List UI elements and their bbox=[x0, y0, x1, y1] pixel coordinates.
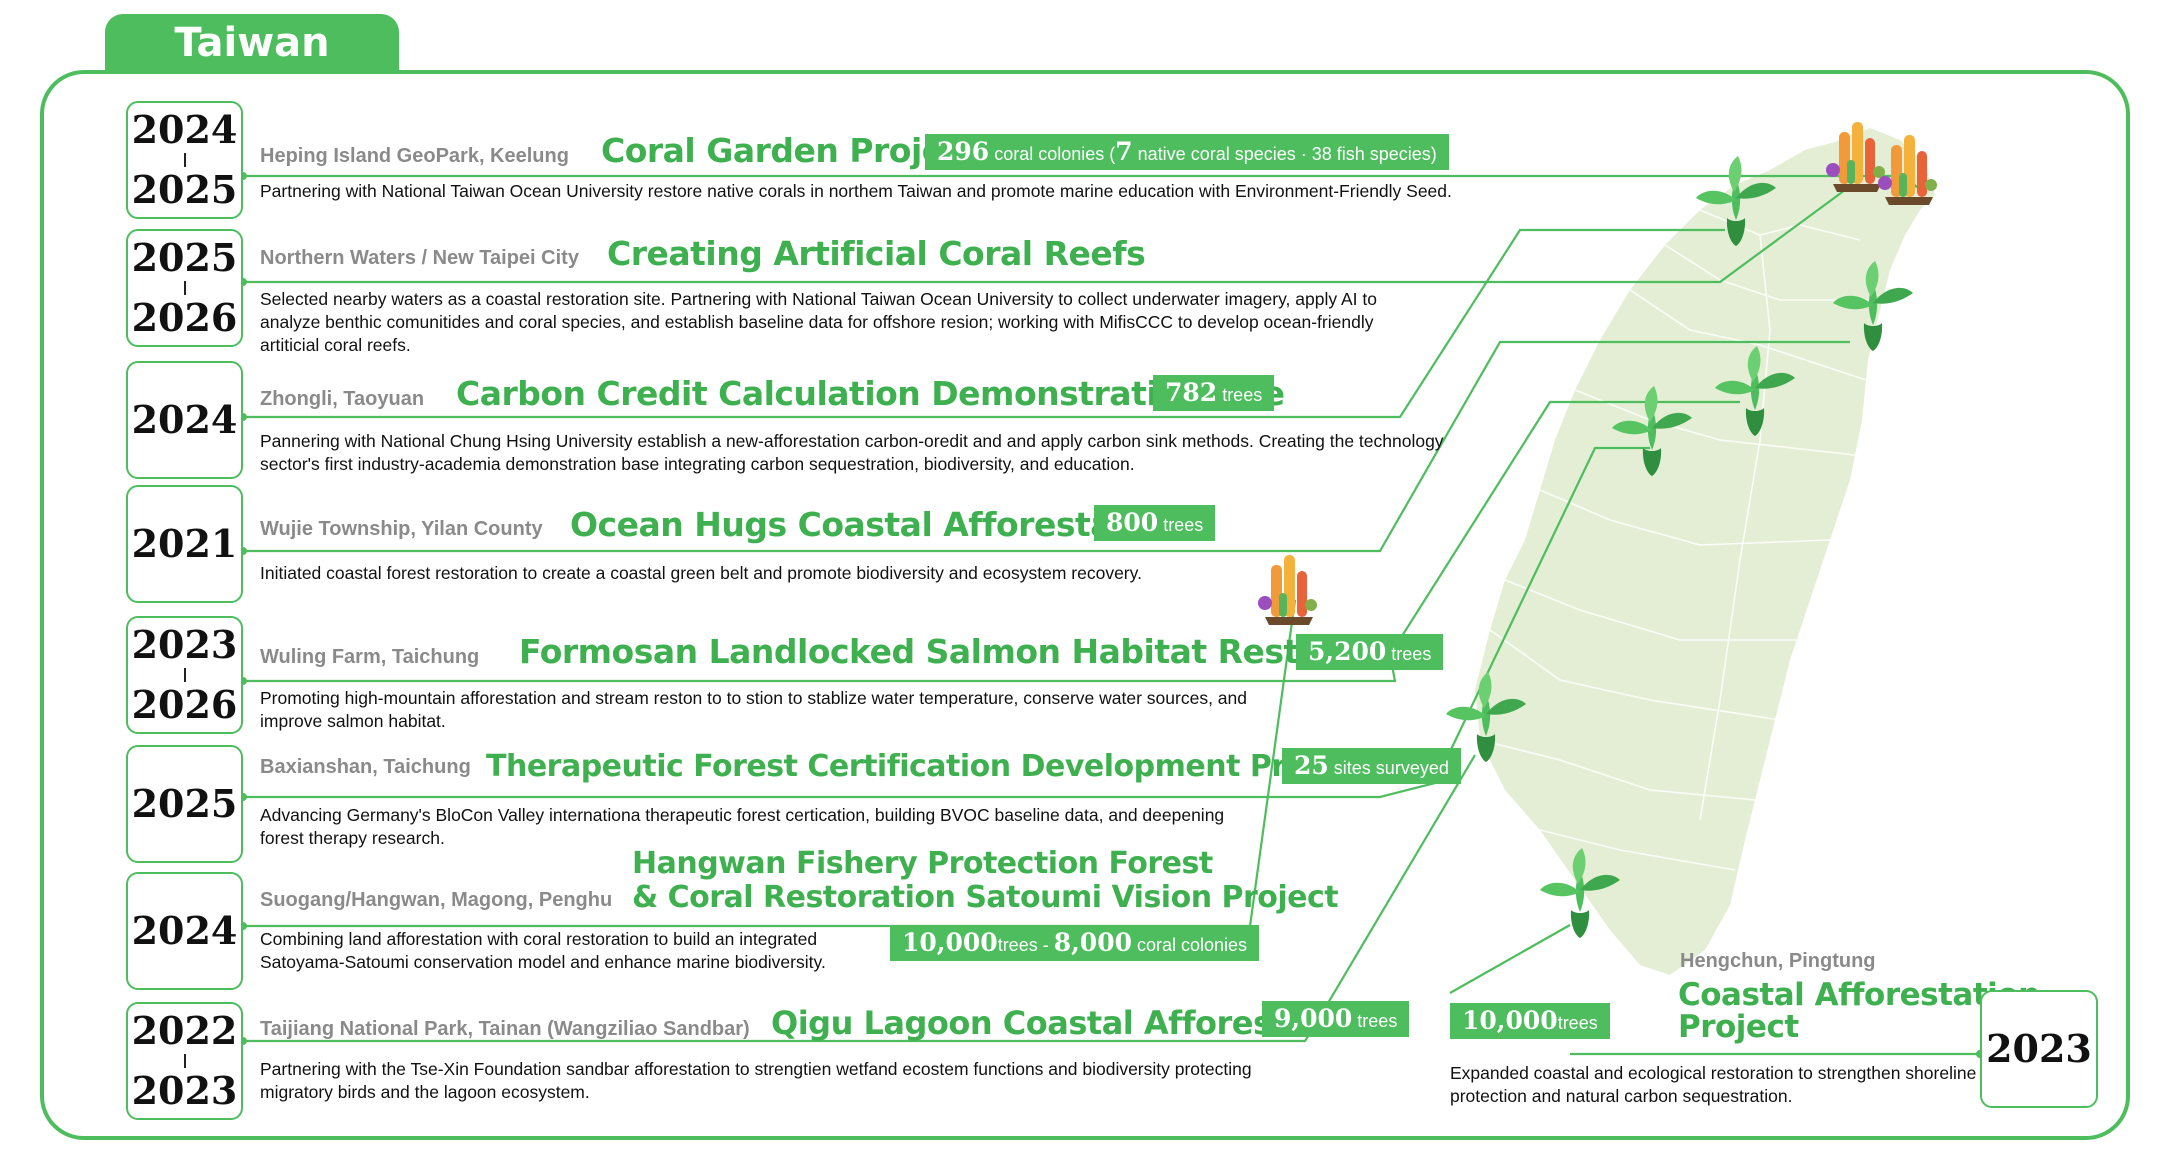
year-start: 2025 bbox=[131, 235, 238, 280]
project-location: Heping Island GeoPark, Keelung bbox=[260, 145, 569, 167]
year-end: 2026 bbox=[131, 295, 238, 340]
year-single: 2023 bbox=[1986, 1026, 2092, 1071]
project-metric-badge: 10,000trees bbox=[1450, 1003, 1610, 1039]
project-title: Coral Garden Project bbox=[601, 131, 979, 170]
project-metric-badge: 9,000 trees bbox=[1262, 1001, 1410, 1037]
project-description: Advancing Germany's BloCon Valley intern… bbox=[260, 805, 1225, 848]
year-start: 2022 bbox=[131, 1008, 238, 1053]
project-title: Ocean Hugs Coastal Afforestation bbox=[570, 505, 1184, 544]
year-separator bbox=[183, 153, 186, 167]
project-metric-badge: 10,000trees - 8,000 coral colonies bbox=[890, 925, 1260, 961]
year-single: 2021 bbox=[131, 521, 238, 566]
year-box: 2024 bbox=[126, 361, 243, 479]
project-description: Promoting high-mountain afforestation an… bbox=[260, 688, 1247, 731]
project-description: Partnering with National Taiwan Ocean Un… bbox=[260, 181, 1452, 201]
coral-icon bbox=[1878, 135, 1937, 205]
project-title-line-2: Project bbox=[1678, 1009, 1799, 1045]
project-metric-badge: 5,200 trees bbox=[1296, 634, 1444, 670]
sprout-icon bbox=[1612, 386, 1692, 476]
project-title-line-2: & Coral Restoration Satoumi Vision Proje… bbox=[632, 880, 1339, 915]
year-separator bbox=[183, 668, 186, 682]
year-single: 2024 bbox=[131, 397, 238, 442]
project-title: Creating Artificial Coral Reefs bbox=[607, 234, 1146, 273]
year-box: 2025 2026 bbox=[126, 229, 243, 347]
project-title: Formosan Landlocked Salmon Habitat Resto… bbox=[519, 632, 1430, 671]
year-separator bbox=[183, 281, 186, 295]
year-end: 2025 bbox=[131, 167, 238, 212]
project-location: Wujie Township, Yilan County bbox=[260, 518, 543, 540]
project-title-line-1: Coastal Afforestation bbox=[1678, 977, 2040, 1013]
year-box: 2022 2023 bbox=[126, 1002, 243, 1120]
region-tab[interactable]: Taiwan bbox=[105, 14, 399, 72]
project-metric-badge: 782 trees bbox=[1153, 375, 1275, 411]
project-metric-badge: 296 coral colonies (7 native coral speci… bbox=[925, 134, 1449, 170]
year-start: 2024 bbox=[131, 107, 238, 152]
connector-line-4 bbox=[243, 340, 1850, 553]
project-description: Initiated coastal forest restoration to … bbox=[260, 563, 1142, 583]
connector-line-3 bbox=[243, 228, 1725, 419]
project-metric-badge: 25 sites surveyed bbox=[1282, 748, 1461, 784]
project-location: Baxianshan, Taichung bbox=[260, 756, 471, 778]
taiwan-island-shape bbox=[1475, 128, 1935, 975]
year-single: 2024 bbox=[131, 908, 238, 953]
project-location: Suogang/Hangwan, Magong, Penghu bbox=[260, 889, 613, 911]
connector-line-2 bbox=[243, 189, 1846, 284]
project-description: Partnering with the Tse-Xin Foundation s… bbox=[260, 1059, 1252, 1102]
sprout-icon bbox=[1715, 346, 1795, 436]
project-description: Expanded coastal and ecological restorat… bbox=[1450, 1063, 1977, 1106]
project-location: Wuling Farm, Taichung bbox=[260, 646, 480, 668]
project-title: Therapeutic Forest Certification Develop… bbox=[486, 749, 1392, 784]
project-location: Zhongli, Taoyuan bbox=[260, 388, 425, 410]
coral-icon bbox=[1826, 122, 1885, 192]
year-end: 2023 bbox=[131, 1068, 238, 1113]
year-end: 2026 bbox=[131, 682, 238, 727]
year-box: 2024 2025 bbox=[126, 101, 243, 219]
year-start: 2023 bbox=[131, 622, 238, 667]
project-location: Northern Waters / New Taipei City bbox=[260, 247, 579, 269]
year-box: 2025 bbox=[126, 745, 243, 863]
county-borders bbox=[1479, 209, 1875, 871]
year-box: 2023 bbox=[1980, 990, 2098, 1108]
connector-line-9 bbox=[1449, 924, 1571, 994]
year-box: 2023 2026 bbox=[126, 616, 243, 734]
sprout-icon bbox=[1696, 156, 1776, 246]
sprout-icon bbox=[1833, 261, 1913, 351]
project-location: Taijiang National Park, Tainan (Wangzili… bbox=[260, 1018, 750, 1040]
year-single: 2025 bbox=[131, 781, 238, 826]
project-location: Hengchun, Pingtung bbox=[1680, 950, 1876, 972]
project-description: Pannering with National Chung Hsing Univ… bbox=[260, 431, 1444, 474]
project-description: Combining land afforestation with coral … bbox=[260, 929, 826, 972]
project-metric-badge: 800 trees bbox=[1094, 505, 1216, 541]
project-title: Carbon Credit Calculation Demonstration … bbox=[456, 374, 1285, 413]
year-box: 2024 bbox=[126, 872, 243, 990]
sprout-icon bbox=[1540, 848, 1620, 938]
project-description: Selected nearby waters as a coastal rest… bbox=[260, 289, 1377, 355]
year-separator bbox=[183, 1054, 186, 1068]
project-title-line-1: Hangwan Fishery Protection Forest bbox=[632, 846, 1213, 881]
year-box: 2021 bbox=[126, 485, 243, 603]
content-frame bbox=[40, 70, 2130, 1140]
